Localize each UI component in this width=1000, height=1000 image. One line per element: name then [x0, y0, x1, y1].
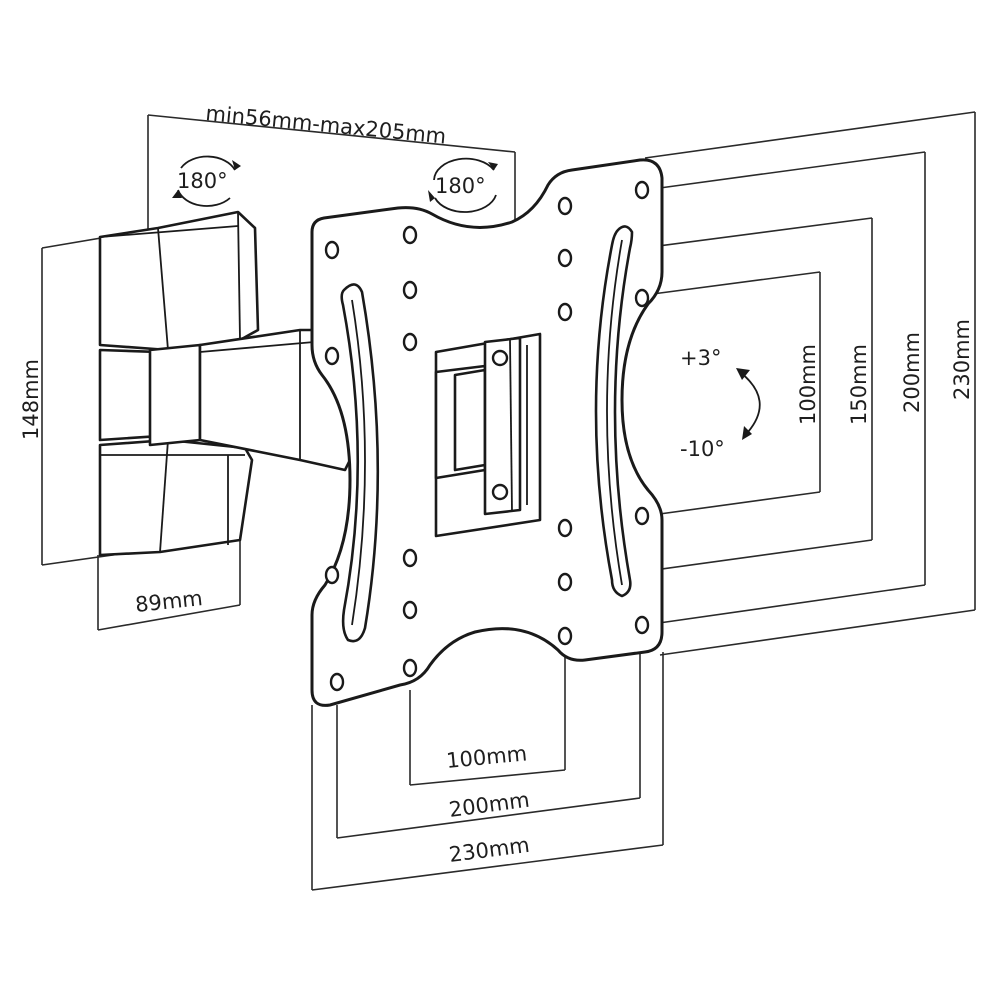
hole — [324, 565, 340, 585]
upper-hinge-block — [98, 210, 260, 352]
hole — [634, 288, 650, 308]
mounting-holes — [324, 180, 650, 692]
vesa-plate — [310, 158, 664, 707]
vesa-v-230-label: 230mm — [950, 319, 974, 400]
hole — [402, 548, 418, 568]
vesa-v-150-label: 150mm — [847, 344, 871, 425]
swivel-right-badge: 180° — [428, 157, 498, 213]
hole — [324, 346, 340, 366]
swivel-left-badge: 180° — [172, 155, 241, 207]
right-slot — [594, 225, 634, 598]
hole — [557, 196, 573, 216]
hole — [634, 615, 650, 635]
vesa-v-100-label: 100mm — [796, 344, 820, 425]
hole — [557, 302, 573, 322]
vesa-h-230-label: 230mm — [448, 833, 531, 867]
lower-hinge-block — [98, 438, 254, 557]
hinge-pin — [148, 343, 202, 447]
hole — [324, 240, 340, 260]
hole — [557, 248, 573, 268]
wall-bracket — [98, 210, 260, 557]
tilt-up-label: +3° — [680, 346, 721, 370]
tilt-down-label: -10° — [680, 437, 725, 461]
wall-plate-width-label: 89mm — [134, 586, 204, 617]
hole — [557, 518, 573, 538]
arm-extension-label: min56mm-max205mm — [205, 101, 448, 148]
hole — [557, 626, 573, 646]
hole — [402, 225, 418, 245]
hole — [402, 332, 418, 352]
hole — [557, 572, 573, 592]
hole — [329, 672, 345, 692]
hole — [402, 600, 418, 620]
vesa-v-200-label: 200mm — [900, 332, 924, 413]
dimension-lines — [41, 111, 976, 891]
hole — [634, 180, 650, 200]
hole — [634, 506, 650, 526]
center-bracket — [434, 332, 542, 538]
hole — [402, 658, 418, 678]
vesa-h-100-label: 100mm — [445, 741, 528, 773]
hole — [402, 280, 418, 300]
swivel-left-label: 180° — [177, 169, 228, 193]
tilt-indicator: +3° -10° — [680, 346, 761, 461]
wall-plate-height-label: 148mm — [19, 359, 43, 440]
swivel-right-label: 180° — [435, 174, 486, 198]
left-slot — [340, 283, 380, 643]
vesa-h-200-label: 200mm — [448, 788, 531, 822]
